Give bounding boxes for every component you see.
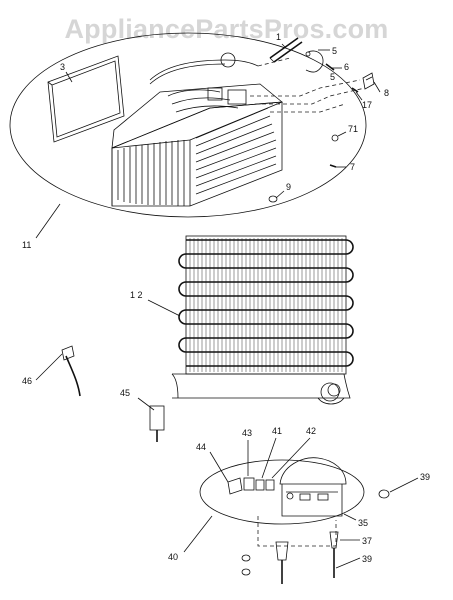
compressor-group — [183, 437, 419, 584]
part-46-drain-tube — [35, 345, 81, 397]
label-71: 71 — [348, 124, 358, 134]
part-71-screw — [331, 134, 339, 142]
part-42 — [265, 479, 275, 491]
evaporator-group — [9, 32, 381, 239]
part-43 — [243, 477, 255, 491]
compressor-dome — [279, 457, 347, 485]
label-8: 8 — [384, 88, 389, 98]
label-46: 46 — [22, 376, 32, 386]
label-5-lower: 5 — [330, 72, 335, 82]
label-42: 42 — [306, 426, 316, 436]
part-5-clip — [305, 50, 324, 73]
label-5-upper: 5 — [332, 46, 337, 56]
part-41 — [255, 479, 265, 491]
label-7: 7 — [350, 162, 355, 172]
label-44: 44 — [196, 442, 206, 452]
label-3: 3 — [60, 62, 65, 72]
label-41: 41 — [272, 426, 282, 436]
label-12: 1 2 — [130, 290, 143, 300]
label-9: 9 — [286, 182, 291, 192]
part-labels: 3 1 5 6 5 8 17 71 7 9 11 1 2 46 45 44 43… — [22, 32, 430, 564]
label-43: 43 — [242, 428, 252, 438]
part-6 — [325, 63, 335, 71]
part-3-panel — [47, 55, 125, 143]
part-39-grommet — [378, 489, 390, 499]
part-9-grommet — [268, 195, 278, 203]
part-7-screw — [329, 164, 337, 168]
label-35: 35 — [358, 518, 368, 528]
part-44 — [227, 477, 243, 495]
condenser-coil — [147, 235, 354, 405]
label-11: 11 — [22, 240, 31, 250]
part-1-rod — [269, 37, 303, 63]
label-6: 6 — [344, 62, 349, 72]
top-tube — [149, 59, 259, 81]
label-39-lower: 39 — [362, 554, 372, 564]
evaporator-box — [111, 83, 284, 207]
part-45-spike — [137, 397, 165, 442]
label-37: 37 — [362, 536, 372, 546]
part-17 — [351, 87, 359, 93]
label-1: 1 — [276, 32, 281, 42]
compressor-ellipse — [199, 459, 365, 525]
label-17: 17 — [362, 100, 372, 110]
watermark-logo: AppliancePartsPros.com — [64, 14, 389, 44]
tube-fitting — [220, 52, 236, 68]
label-40: 40 — [168, 552, 178, 562]
label-45: 45 — [120, 388, 130, 398]
part-8-bracket — [362, 72, 375, 90]
evaporator-ellipse — [9, 32, 367, 218]
label-39-upper: 39 — [420, 472, 430, 482]
